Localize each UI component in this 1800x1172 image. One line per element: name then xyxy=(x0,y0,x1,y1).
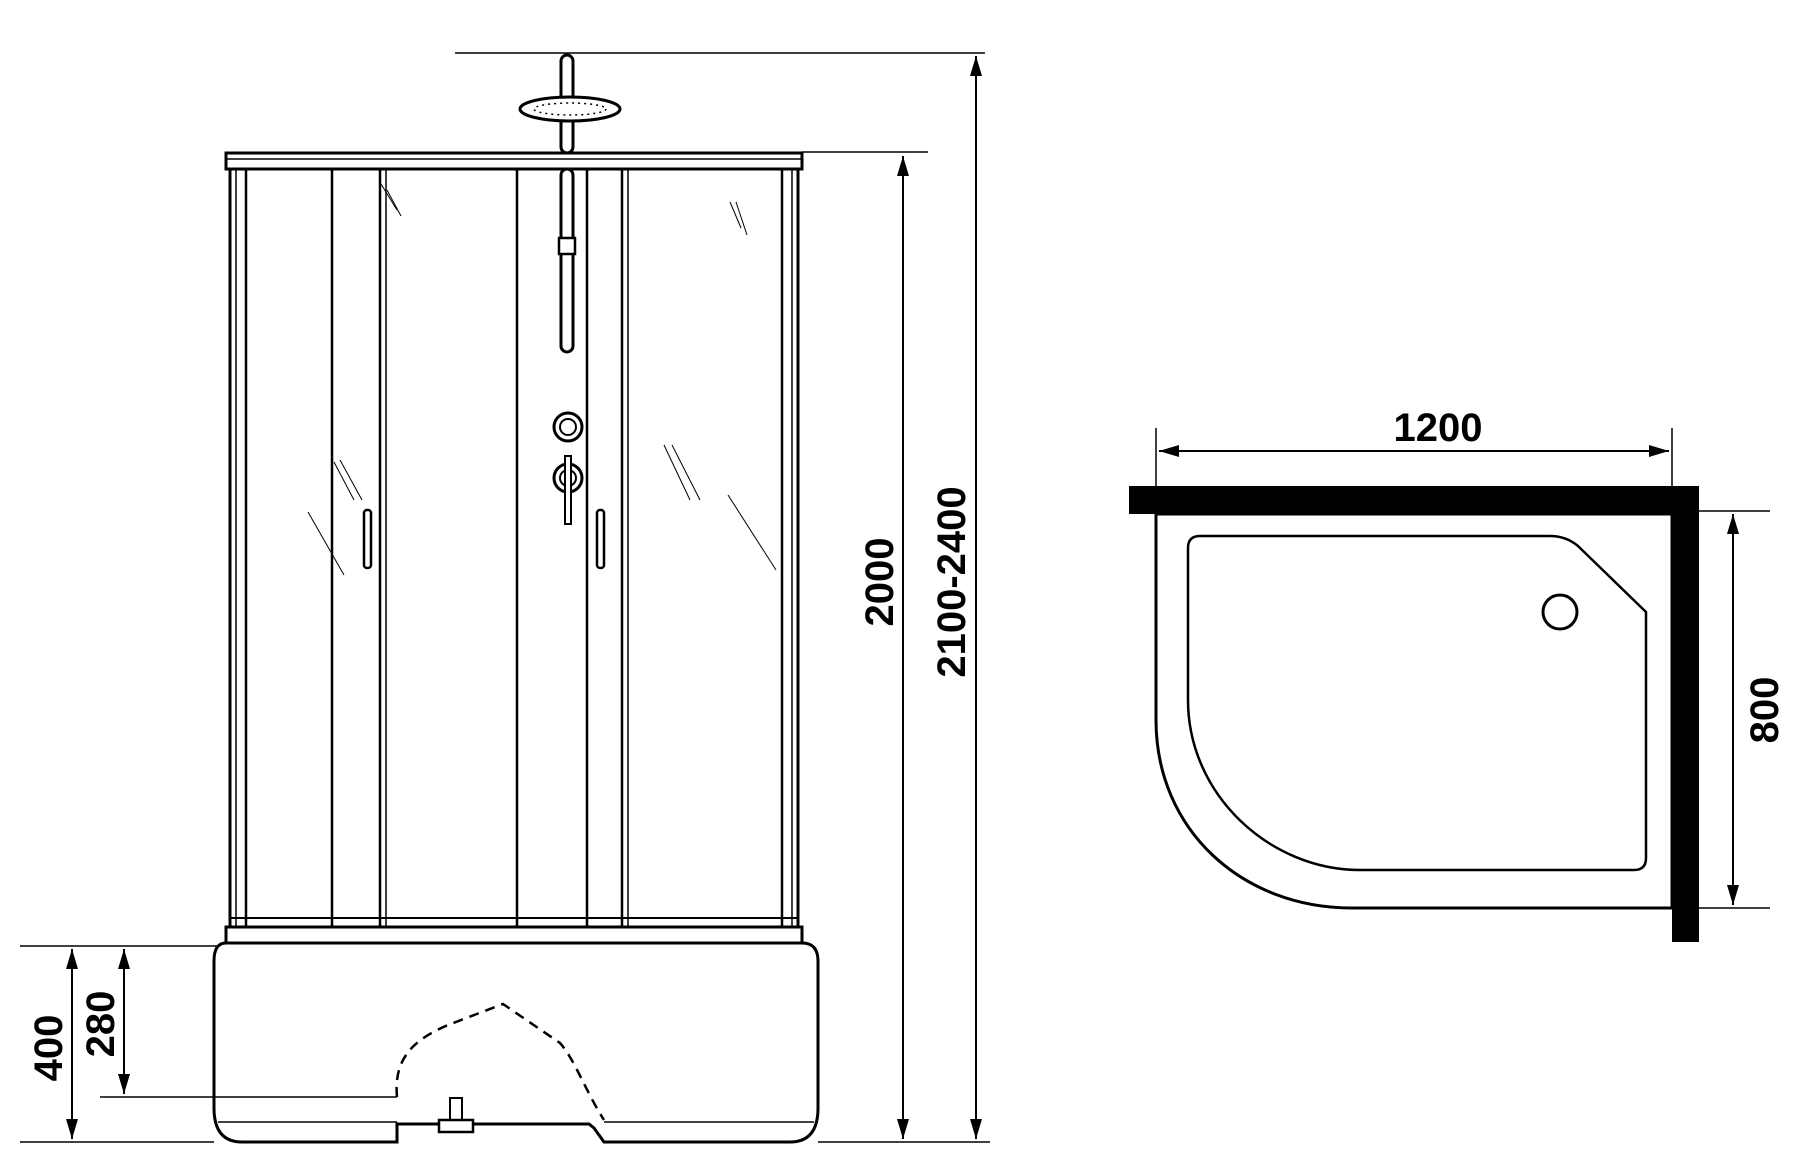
label-tray-floor-height: 280 xyxy=(79,991,123,1058)
cabin-roof xyxy=(224,151,804,171)
door-handle-right-icon xyxy=(595,508,606,570)
drain-icon xyxy=(1541,593,1579,631)
shower-head-icon xyxy=(518,53,622,155)
plan-dimension-lines xyxy=(1155,428,1770,909)
wall-back xyxy=(1129,486,1699,514)
drain-siphon-icon xyxy=(437,1097,475,1134)
tray-outline xyxy=(1154,512,1674,910)
shower-tray-base xyxy=(212,925,820,1144)
label-tray-height: 400 xyxy=(27,1015,71,1082)
wall-side xyxy=(1672,514,1699,942)
label-plan-depth: 800 xyxy=(1743,677,1787,744)
door-handle-left-icon xyxy=(362,508,373,570)
label-plan-width: 1200 xyxy=(1394,406,1483,450)
glass-reflection-marks xyxy=(307,183,777,576)
label-cabin-height: 2000 xyxy=(858,538,902,627)
tray-inner-outline xyxy=(1186,534,1648,872)
height-dimension-lines xyxy=(20,52,990,1143)
plan-view xyxy=(1129,486,1699,942)
hand-shower-icon xyxy=(557,167,577,354)
mixer-control-icon xyxy=(552,411,584,525)
cabin-glass-frame xyxy=(228,167,800,929)
label-total-height: 2100-2400 xyxy=(930,486,974,677)
front-elevation xyxy=(212,53,820,1144)
